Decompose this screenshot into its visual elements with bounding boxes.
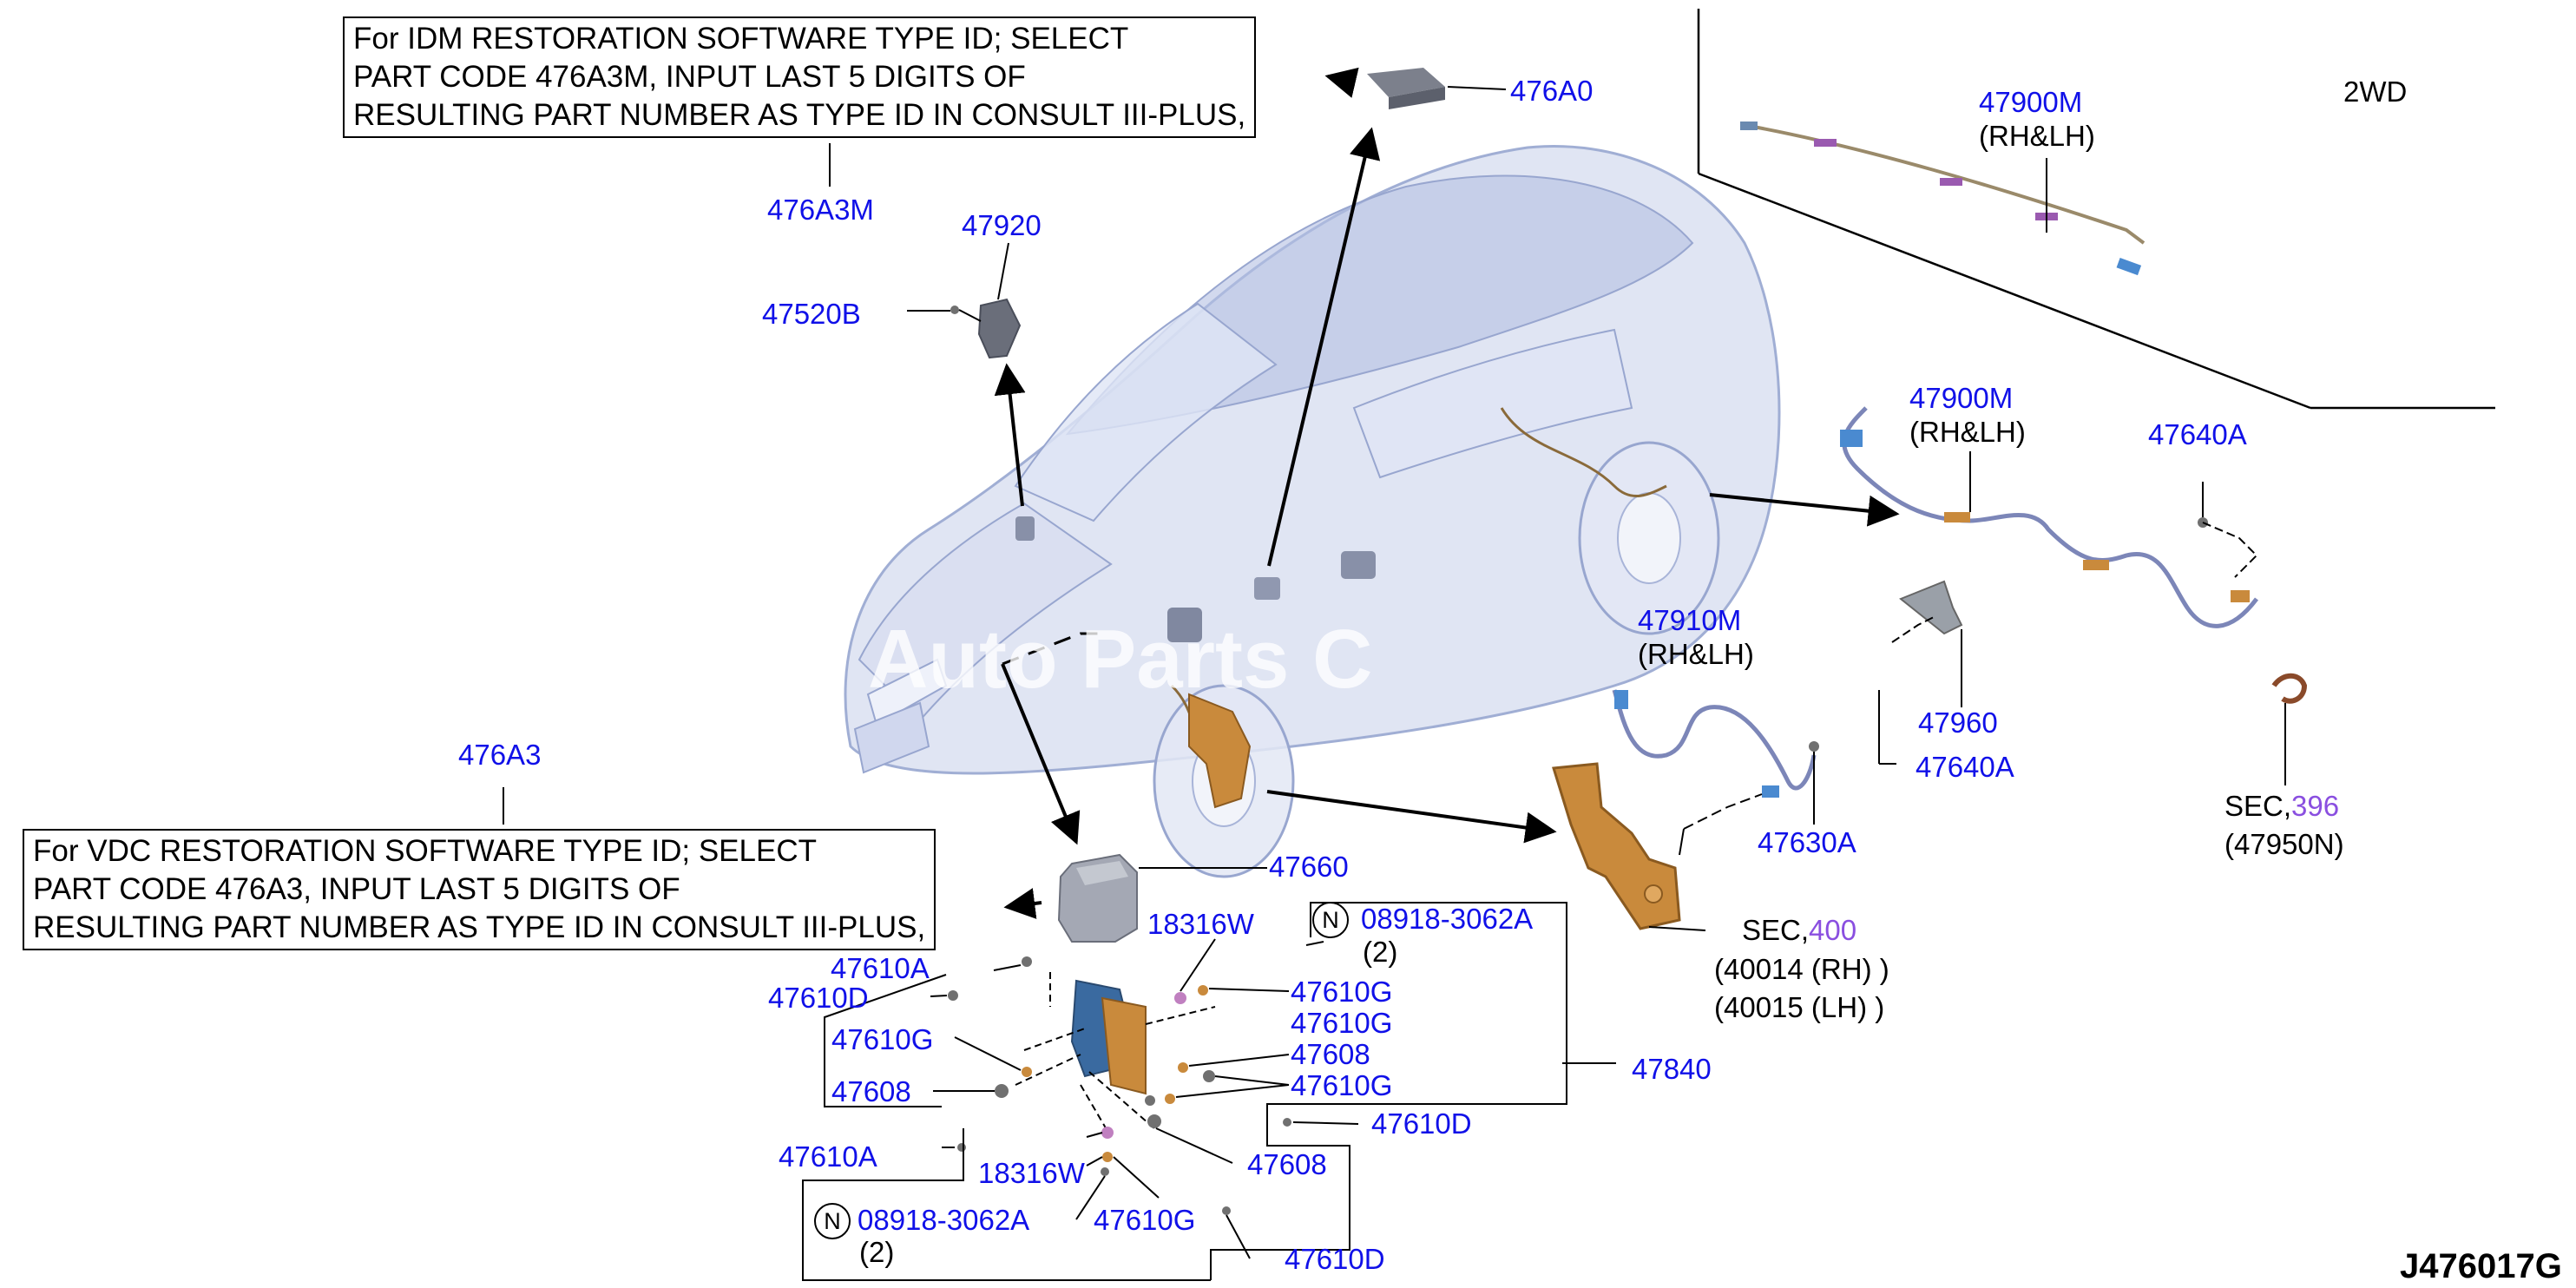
part-47660[interactable]: 47660 bbox=[1269, 851, 1349, 883]
variant-label: 2WD bbox=[2343, 76, 2408, 108]
part-47610D-middle[interactable]: 47610D bbox=[1371, 1107, 1472, 1140]
vehicle-illustration bbox=[844, 145, 1781, 878]
clip-sec396 bbox=[2271, 673, 2308, 785]
part-47900M-side: (RH&LH) bbox=[1909, 416, 2026, 448]
sec-396-prefix: SEC, bbox=[2224, 790, 2292, 822]
part-47630A[interactable]: 47630A bbox=[1758, 826, 1856, 858]
vehicle-rear-harness bbox=[1500, 407, 1667, 498]
part-08918-3062A-lower-qty: (2) bbox=[859, 1236, 895, 1268]
part-47610A-lower[interactable]: 47610A bbox=[779, 1140, 877, 1173]
part-47520B[interactable]: 47520B bbox=[762, 298, 861, 330]
bracket-47640A-top bbox=[2198, 482, 2258, 578]
rear-harness-exploded bbox=[1840, 406, 2258, 628]
figure-id: J476017G bbox=[2400, 1247, 2562, 1285]
part-47910M-side: (RH&LH) bbox=[1638, 638, 1754, 670]
vehicle-headlight bbox=[866, 658, 948, 726]
idm-note-line-1: For IDM RESTORATION SOFTWARE TYPE ID; SE… bbox=[353, 22, 1129, 56]
part-47608-left[interactable]: 47608 bbox=[831, 1075, 911, 1107]
part-47608-lower[interactable]: 47608 bbox=[1247, 1148, 1327, 1180]
sec-400-lh: (40015 (LH) ) bbox=[1714, 991, 1885, 1023]
part-47640A-lower[interactable]: 47640A bbox=[1916, 751, 2014, 783]
part-08918-3062A-upper[interactable]: 08918-3062A bbox=[1361, 903, 1534, 935]
part-08918-3062A-upper-qty: (2) bbox=[1363, 936, 1398, 968]
part-47610D-lower[interactable]: 47610D bbox=[1285, 1243, 1385, 1275]
vehicle-idm-unit bbox=[1254, 577, 1280, 600]
part-47610G-left[interactable]: 47610G bbox=[831, 1023, 934, 1055]
sec-400-number[interactable]: 400 bbox=[1809, 914, 1857, 946]
part-18316W-upper[interactable]: 18316W bbox=[1147, 908, 1254, 940]
new-part-symbol-lower: N bbox=[814, 1203, 851, 1239]
sec-396-ref[interactable]: SEC,396 bbox=[2224, 791, 2339, 822]
sec-396-part: (47950N) bbox=[2224, 828, 2344, 860]
part-08918-3062A-lower[interactable]: 08918-3062A bbox=[858, 1204, 1030, 1236]
part-47840[interactable]: 47840 bbox=[1632, 1053, 1712, 1085]
rear-harness-2wd bbox=[1740, 122, 2146, 276]
part-476A3M[interactable]: 476A3M bbox=[767, 194, 874, 226]
part-47610G-right-1[interactable]: 47610G bbox=[1291, 976, 1393, 1008]
part-47900M-2wd[interactable]: 47900M bbox=[1979, 86, 2083, 118]
variant-bracket bbox=[1697, 9, 2495, 410]
part-47610G-lower[interactable]: 47610G bbox=[1094, 1204, 1196, 1236]
vdc-note-line-3: RESULTING PART NUMBER AS TYPE ID IN CONS… bbox=[33, 910, 926, 944]
sec-400-prefix: SEC, bbox=[1742, 914, 1810, 946]
vehicle-abs-unit bbox=[1167, 608, 1202, 642]
part-47610G-right-2[interactable]: 47610G bbox=[1291, 1007, 1393, 1039]
vdc-note-line-2: PART CODE 476A3, INPUT LAST 5 DIGITS OF bbox=[33, 872, 680, 906]
part-47610G-right-3[interactable]: 47610G bbox=[1291, 1069, 1393, 1101]
part-476A3[interactable]: 476A3 bbox=[458, 739, 542, 771]
vehicle-hood bbox=[858, 502, 1113, 722]
sec-396-number[interactable]: 396 bbox=[2291, 790, 2340, 822]
vehicle-side-window bbox=[1352, 328, 1633, 479]
explode-arrows bbox=[994, 67, 1900, 919]
part-47920[interactable]: 47920 bbox=[962, 209, 1042, 241]
part-47900M[interactable]: 47900M bbox=[1909, 382, 2014, 414]
vehicle-console bbox=[1341, 551, 1376, 579]
idm-restoration-note: For IDM RESTORATION SOFTWARE TYPE ID; SE… bbox=[343, 16, 1257, 138]
part-47910M[interactable]: 47910M bbox=[1638, 604, 1742, 636]
idm-note-line-2: PART CODE 476A3M, INPUT LAST 5 DIGITS OF bbox=[353, 60, 1026, 94]
new-part-symbol-upper: N bbox=[1312, 902, 1349, 938]
vdc-restoration-note: For VDC RESTORATION SOFTWARE TYPE ID; SE… bbox=[23, 829, 936, 950]
bracket-47960 bbox=[1878, 580, 1963, 765]
sec-400-ref[interactable]: SEC,400 bbox=[1742, 915, 1856, 946]
assembly-outline-47840 bbox=[802, 902, 1567, 1281]
part-476A0[interactable]: 476A0 bbox=[1510, 75, 1594, 107]
part-18316W-lower[interactable]: 18316W bbox=[978, 1157, 1085, 1189]
vdc-note-line-1: For VDC RESTORATION SOFTWARE TYPE ID; SE… bbox=[33, 834, 817, 868]
rear-wheel-hub bbox=[1617, 492, 1681, 584]
vehicle-grille bbox=[853, 701, 930, 774]
vehicle-sensor-unit bbox=[1015, 516, 1035, 541]
part-47610D-upper[interactable]: 47610D bbox=[768, 982, 869, 1014]
yaw-sensor bbox=[829, 143, 1022, 359]
idm-module bbox=[1367, 68, 1507, 109]
part-47610A-upper[interactable]: 47610A bbox=[831, 952, 930, 984]
part-47960[interactable]: 47960 bbox=[1918, 706, 1998, 739]
front-harness-exploded bbox=[1612, 689, 1819, 856]
vehicle-windshield bbox=[1014, 302, 1278, 522]
sec-400-rh: (40014 (RH) ) bbox=[1714, 953, 1889, 985]
knuckle-sec400 bbox=[1552, 762, 1706, 931]
part-47640A-upper[interactable]: 47640A bbox=[2148, 418, 2247, 450]
watermark: Auto Parts C bbox=[868, 613, 1373, 706]
part-47900M-2wd-side: (RH&LH) bbox=[1979, 120, 2095, 152]
vehicle-front-knuckle bbox=[1188, 693, 1252, 809]
vdc-actuator-assembly bbox=[503, 787, 1616, 1259]
part-47608-right[interactable]: 47608 bbox=[1291, 1038, 1370, 1070]
idm-note-line-3: RESULTING PART NUMBER AS TYPE ID IN CONS… bbox=[353, 98, 1246, 132]
